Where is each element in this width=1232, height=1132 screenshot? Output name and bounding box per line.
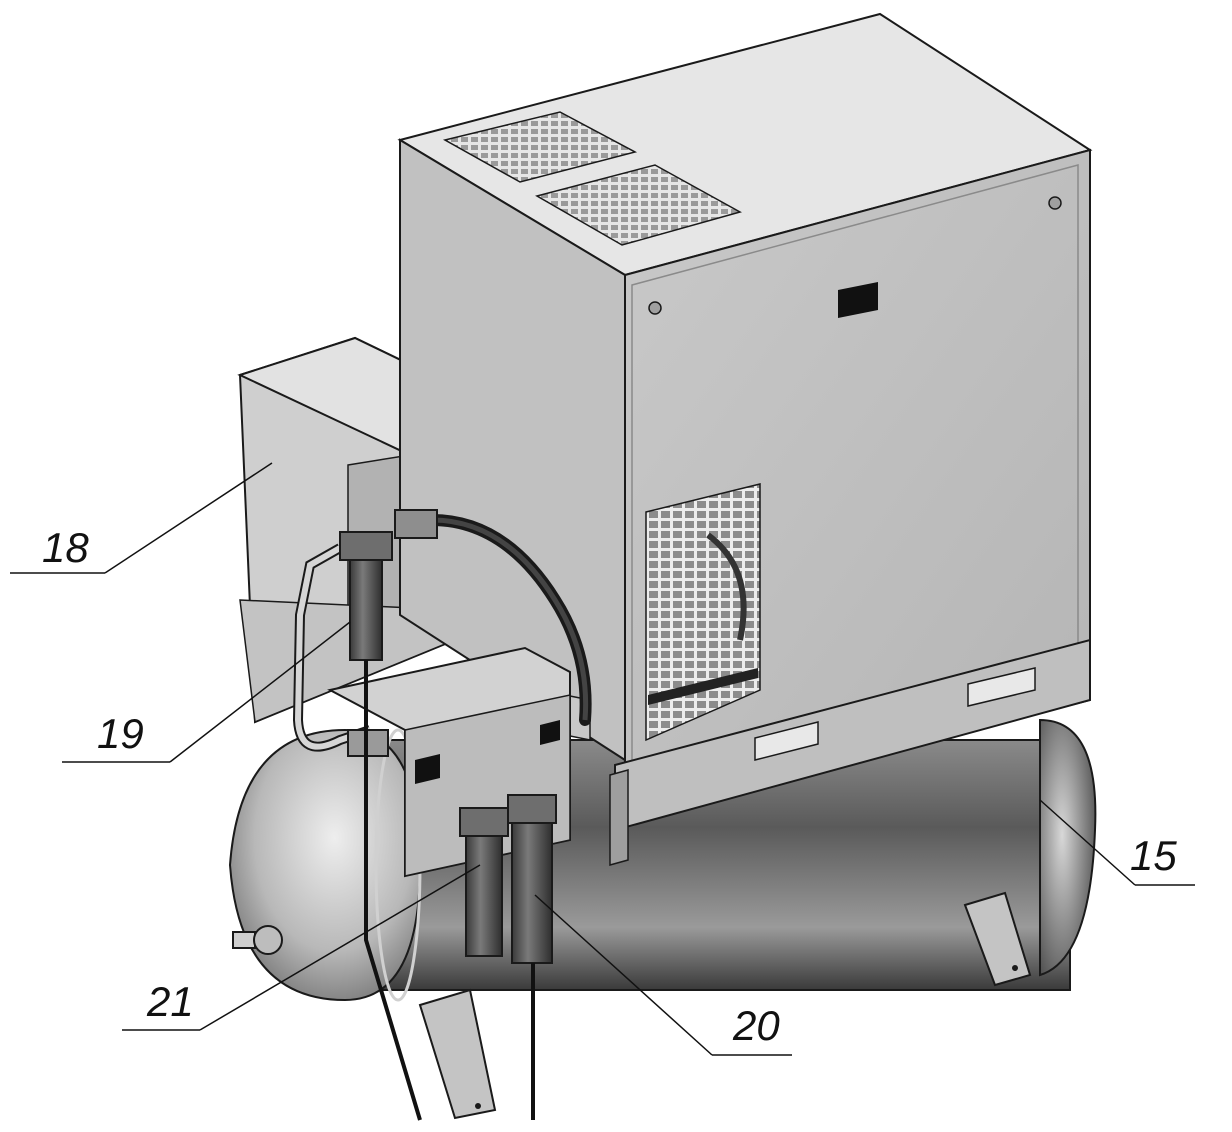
callout-20: 20 — [534, 894, 792, 1056]
callout-18: 18 — [10, 462, 273, 574]
callout-label-19: 19 — [97, 710, 144, 757]
callout-label-18: 18 — [42, 524, 89, 571]
tank-foot-left — [418, 988, 497, 1120]
piping — [292, 509, 592, 757]
callout-21: 21 — [122, 864, 481, 1031]
filter-21 — [459, 807, 509, 957]
compressor-housing — [397, 12, 1093, 822]
tank-foot-right — [963, 891, 1032, 987]
callout-15: 15 — [1039, 799, 1195, 886]
callout-19: 19 — [62, 621, 351, 763]
filter-20 — [507, 794, 557, 1120]
callout-label-15: 15 — [1130, 832, 1177, 879]
filter-19 — [339, 531, 422, 1121]
callout-label-20: 20 — [732, 1002, 780, 1049]
callout-label-21: 21 — [146, 978, 194, 1025]
